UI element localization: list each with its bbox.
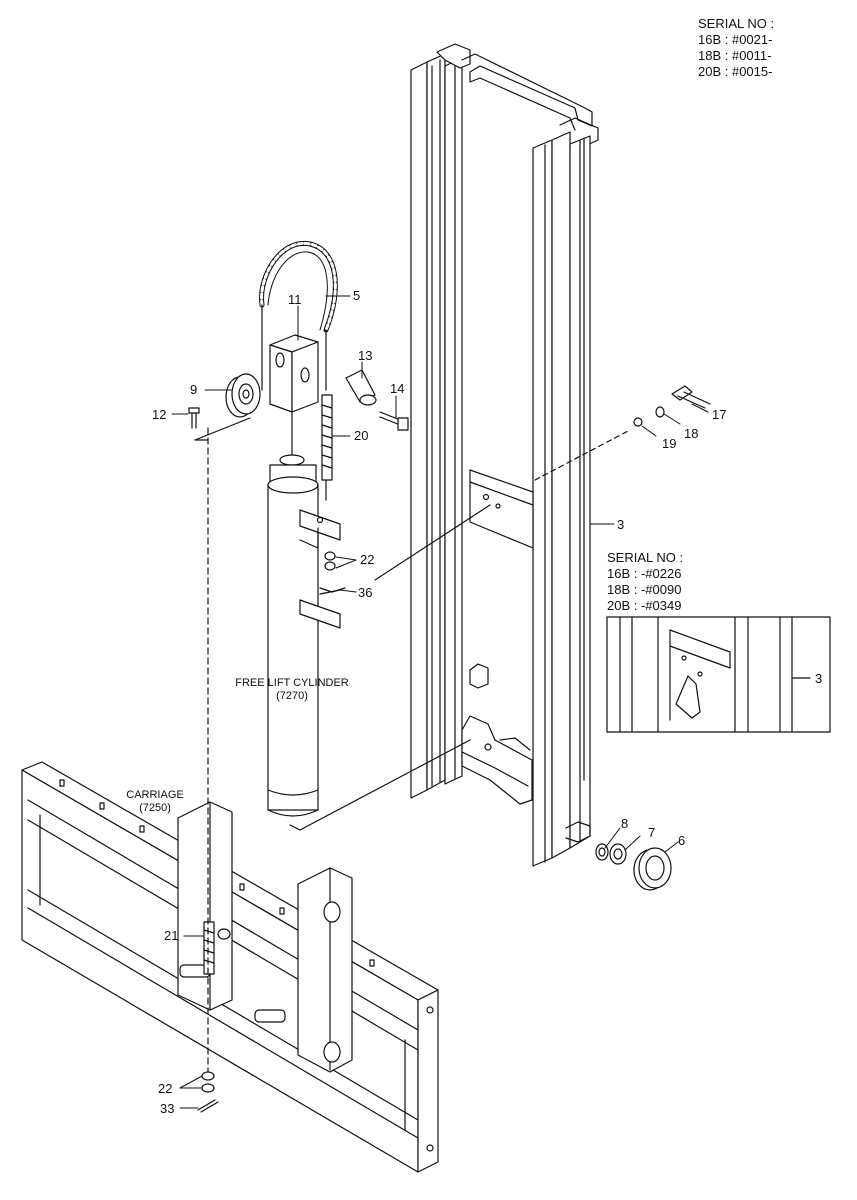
carriage-ref: (7250) — [139, 802, 171, 814]
carriage — [21, 761, 439, 1173]
pin-13 — [345, 369, 377, 406]
serial-inset-line-18b: 18B : -#0090 — [607, 582, 682, 597]
part-label-18: 18 — [684, 426, 699, 441]
part-label-13: 13 — [358, 348, 373, 363]
part-label-14: 14 — [390, 381, 405, 396]
chain-sheave — [194, 373, 261, 441]
serial-inset-heading: SERIAL NO : — [607, 550, 684, 565]
part-label-5: 5 — [353, 288, 361, 303]
part-label-11: 11 — [288, 292, 302, 307]
threaded-rod-20 — [321, 394, 333, 501]
dashed-leader — [534, 429, 631, 481]
free-lift-cylinder — [267, 411, 471, 831]
carriage-title: CARRIAGE — [126, 789, 184, 801]
part-label-36: 36 — [358, 585, 373, 600]
carriage-caption: CARRIAGE (7250) — [110, 789, 200, 815]
serial-top-heading: SERIAL NO : — [698, 16, 775, 31]
threaded-rod-21 — [203, 921, 231, 975]
part-label-6: 6 — [678, 833, 686, 848]
serial-top-line-16b: 16B : #0021- — [698, 32, 773, 47]
part-label-9: 9 — [190, 382, 198, 397]
serial-inset: SERIAL NO : 16B : -#0226 18B : -#0090 20… — [607, 550, 683, 614]
part-label-8: 8 — [621, 816, 629, 831]
part-label-3-inset: 3 — [815, 671, 823, 686]
free-lift-cylinder-title: FREE LIFT CYLINDER — [235, 677, 349, 689]
serial-top: SERIAL NO : 16B : #0021- 18B : #0011- 20… — [698, 16, 774, 80]
serial-inset-line-16b: 16B : -#0226 — [607, 566, 682, 581]
nuts-bottom — [197, 1071, 219, 1113]
serial-top-line-20b: 20B : #0015- — [698, 64, 773, 79]
free-lift-cylinder-ref: (7270) — [276, 690, 308, 702]
bolt-washer-parts — [633, 385, 711, 427]
serial-top-line-18b: 18B : #0011- — [698, 48, 772, 63]
label-leaders — [171, 295, 709, 1109]
screw-12 — [188, 407, 200, 429]
part-label-19: 19 — [662, 436, 677, 451]
part-label-12: 12 — [152, 407, 167, 422]
mast-frame — [410, 43, 599, 867]
part-label-3: 3 — [617, 517, 625, 532]
serial-inset-line-20b: 20B : -#0349 — [607, 598, 682, 613]
part-label-7: 7 — [648, 825, 656, 840]
part-label-20: 20 — [354, 428, 369, 443]
part-label-33: 33 — [160, 1101, 175, 1116]
part-label-22-top: 22 — [360, 552, 375, 567]
part-label-17: 17 — [712, 407, 727, 422]
bearing-assembly — [595, 843, 672, 891]
bolt-14 — [379, 411, 409, 431]
leader-line — [374, 504, 491, 581]
free-lift-cylinder-caption: FREE LIFT CYLINDER (7270) — [222, 677, 362, 703]
inset-detail — [606, 616, 831, 733]
part-label-22-bottom: 22 — [158, 1081, 173, 1096]
part-label-21: 21 — [164, 928, 179, 943]
chain-anchor-block — [261, 304, 327, 413]
